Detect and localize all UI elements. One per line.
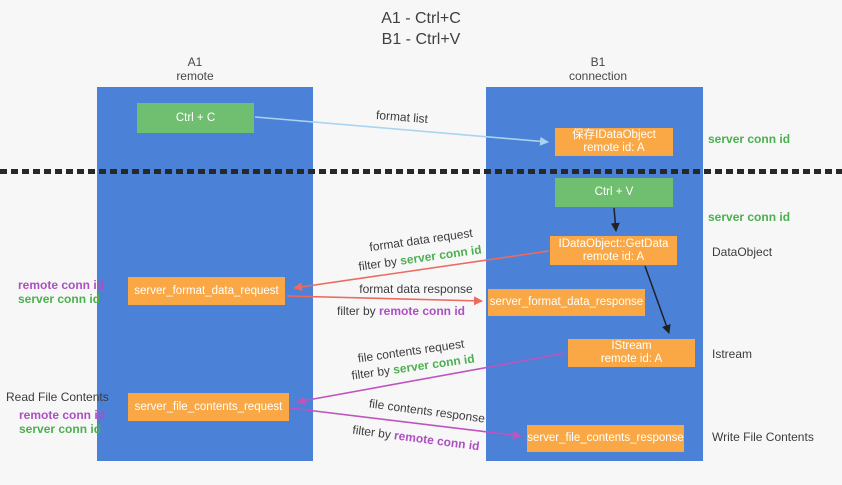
- label-server-conn-id-left-2: server conn id: [19, 422, 102, 436]
- node-getdata-line2: remote id: A: [582, 250, 645, 263]
- title-line-1: A1 - Ctrl+C: [381, 10, 461, 27]
- node-istream: IStream remote id: A: [568, 339, 695, 367]
- label-file-contents-response: file contents response: [368, 396, 486, 426]
- node-file-request-label: server_file_contents_request: [134, 400, 283, 413]
- node-server-format-data-response: server_format_data_response: [488, 289, 645, 316]
- filter-by-text: filter by: [351, 422, 396, 443]
- node-getdata: IDataObject::GetData remote id: A: [550, 236, 677, 265]
- node-ctrl-v: Ctrl + V: [555, 178, 673, 207]
- node-server-format-data-request: server_format_data_request: [128, 277, 285, 305]
- label-remote-conn-id-left-1: remote conn id: [18, 278, 105, 292]
- column-b1-role: connection: [568, 68, 628, 83]
- title-line-2: B1 - Ctrl+V: [381, 31, 461, 48]
- label-write-file-contents: Write File Contents: [712, 430, 814, 444]
- node-save-dataobject-line2: remote id: A: [583, 142, 645, 154]
- node-format-request-label: server_format_data_request: [134, 284, 279, 297]
- label-server-conn-id-left-1: server conn id: [18, 292, 101, 306]
- filter-by-text: filter by: [350, 362, 395, 383]
- node-istream-line2: remote id: A: [600, 353, 663, 365]
- label-server-conn-id-top-right: server conn id: [708, 132, 791, 146]
- column-header-b1: B1 connection: [528, 55, 668, 83]
- column-header-a1: A1 remote: [125, 55, 265, 83]
- dotted-divider-line: [0, 169, 842, 174]
- node-ctrl-c: Ctrl + C: [137, 103, 254, 133]
- label-server-conn-id-mid-right: server conn id: [708, 210, 791, 224]
- node-getdata-line1: IDataObject::GetData: [558, 237, 669, 250]
- label-dataobject: DataObject: [712, 245, 773, 259]
- diagram-title: A1 - Ctrl+C B1 - Ctrl+V: [0, 8, 842, 50]
- node-format-response-label: server_format_data_response: [489, 296, 644, 308]
- label-read-file-contents: Read File Contents: [6, 390, 109, 404]
- node-ctrl-c-label: Ctrl + C: [175, 111, 216, 124]
- label-format-data-response: format data response: [359, 282, 473, 296]
- label-remote-conn-id-left-2: remote conn id: [19, 408, 106, 422]
- node-file-response-label: server_file_contents_response: [527, 432, 684, 444]
- label-istream: Istream: [712, 347, 753, 361]
- node-istream-line1: IStream: [611, 340, 652, 352]
- node-server-file-contents-request: server_file_contents_request: [128, 393, 289, 421]
- column-a1-name: A1: [187, 55, 203, 69]
- label-format-list: format list: [375, 107, 429, 127]
- label-filter-by-remote-conn-2: filter by remote conn id: [352, 423, 481, 454]
- remote-conn-id-text: remote conn id: [379, 304, 466, 318]
- node-server-file-contents-response: server_file_contents_response: [527, 425, 684, 452]
- label-filter-by-remote-conn-1: filter by remote conn id: [337, 304, 465, 318]
- column-b1-name: B1: [590, 55, 606, 69]
- node-save-dataobject-line1: 保存IDataObject: [572, 129, 656, 141]
- arrow-format-data-response: [286, 295, 483, 306]
- node-ctrl-v-label: Ctrl + V: [594, 186, 634, 198]
- filter-by-text: filter by: [357, 253, 402, 274]
- filter-by-text: filter by: [336, 304, 379, 318]
- node-save-dataobject: 保存IDataObject remote id: A: [555, 128, 673, 156]
- column-a1-role: remote: [176, 68, 214, 83]
- remote-conn-id-text: remote conn id: [393, 428, 481, 454]
